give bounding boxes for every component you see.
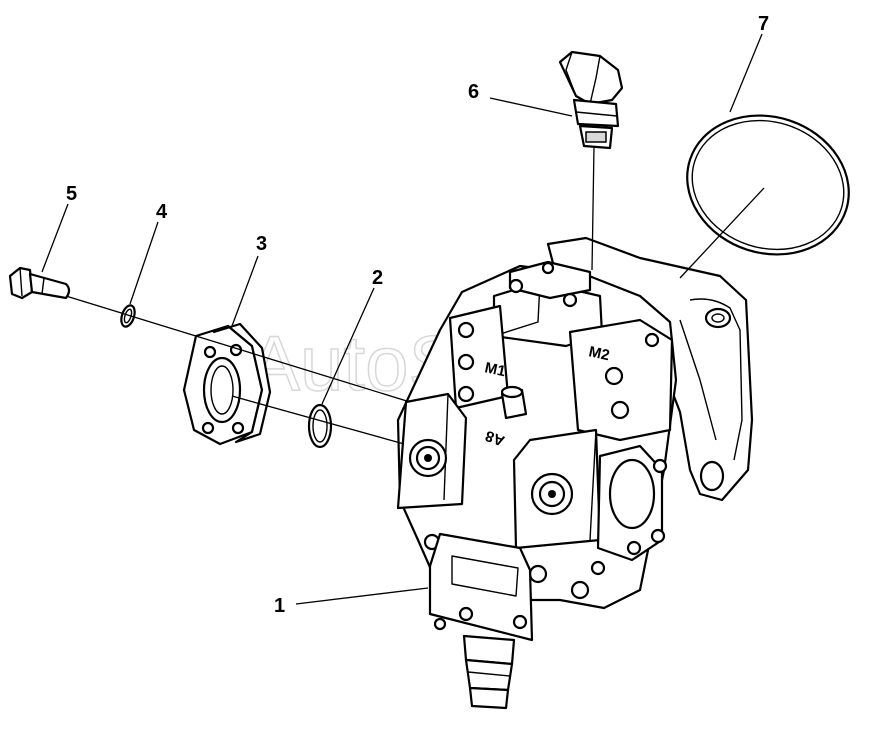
part-1-pump-assembly: M1 M2 A8 bbox=[396, 236, 754, 710]
callout-3: 3 bbox=[256, 233, 267, 255]
callout-1: 1 bbox=[274, 595, 285, 617]
part-7-large-o-ring bbox=[686, 114, 850, 256]
callout-6: 6 bbox=[468, 81, 479, 103]
callout-5: 5 bbox=[66, 183, 77, 205]
part-6-elbow-fitting bbox=[558, 50, 624, 150]
callout-7: 7 bbox=[758, 13, 769, 35]
callout-2: 2 bbox=[372, 267, 383, 289]
part-4-lock-washer bbox=[120, 304, 136, 328]
part-2-small-o-ring bbox=[307, 403, 333, 449]
housing-marking-a8: A8 bbox=[483, 427, 507, 450]
callout-leaders bbox=[41, 33, 763, 605]
part-3-flange bbox=[182, 322, 272, 446]
port-marking-m1: M1 bbox=[483, 359, 507, 380]
callout-4: 4 bbox=[156, 201, 168, 223]
assembly-axis-lines bbox=[65, 145, 765, 445]
port-marking-m2: M2 bbox=[587, 343, 611, 364]
part-5-bolt bbox=[8, 266, 71, 300]
